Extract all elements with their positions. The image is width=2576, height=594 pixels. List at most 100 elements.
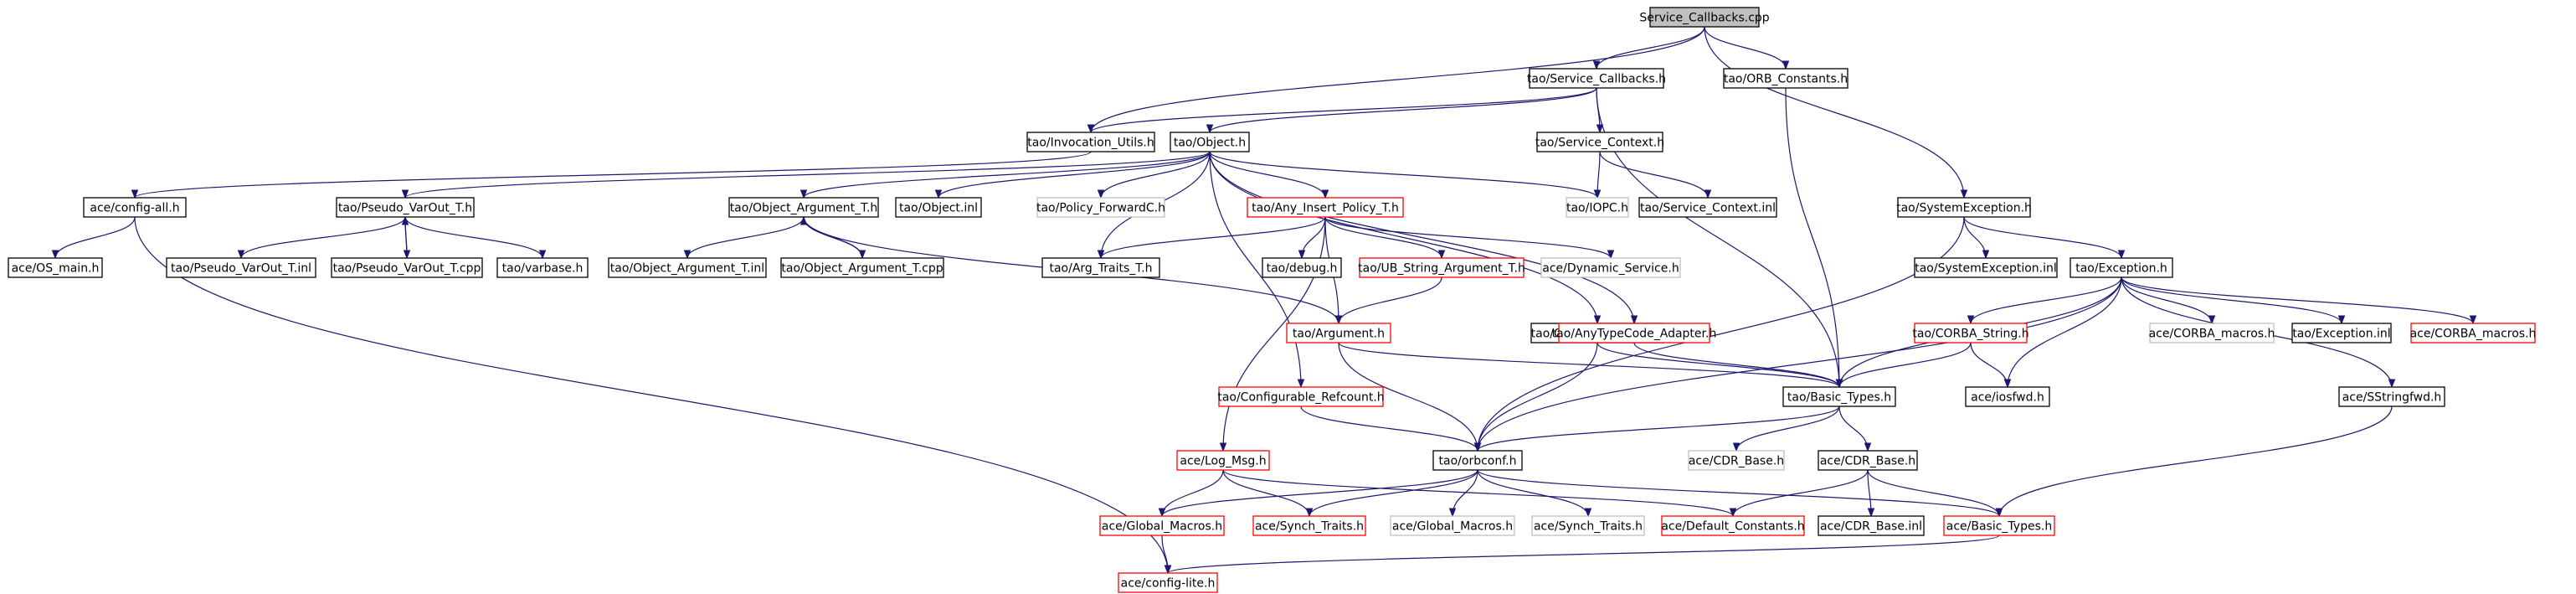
node-label: ace/Basic_Types.h <box>1946 520 2052 534</box>
node-varbase[interactable]: tao/varbase.h <box>496 257 589 278</box>
node-sys-exc-inl[interactable]: tao/SystemException.inl <box>1914 257 2058 278</box>
node-basic-types-tao[interactable]: tao/Basic_Types.h <box>1782 386 1896 407</box>
edge-arrowhead <box>1630 315 1638 325</box>
edge-arrowhead <box>2469 315 2477 325</box>
node-corba-macros-g[interactable]: ace/CORBA_macros.h <box>2149 323 2275 343</box>
edge-arrowhead <box>800 189 808 199</box>
node-config-all[interactable]: ace/config-all.h <box>83 197 187 218</box>
node-cdr-base[interactable]: ace/CDR_Base.h <box>1818 450 1918 471</box>
node-dyn-service[interactable]: ace/Dynamic_Service.h <box>1540 257 1681 278</box>
edge-pseudo_varout-to-varbase <box>404 216 547 260</box>
node-debug[interactable]: tao/debug.h <box>1262 257 1342 278</box>
node-cdr-base-gray[interactable]: ace/CDR_Base.h <box>1688 450 1785 471</box>
node-box <box>166 257 316 278</box>
node-oa-inl[interactable]: tao/Object_Argument_T.inl <box>608 257 767 278</box>
node-obj-arg[interactable]: tao/Object_Argument_T.h <box>728 197 879 218</box>
edge-line <box>1100 151 1211 199</box>
node-basic-types-ace[interactable]: ace/Basic_Types.h <box>1943 515 2055 536</box>
edge-cdr_base-to-default_consts <box>1729 469 1869 518</box>
node-ub-string[interactable]: tao/UB_String_Argument_T.h <box>1358 257 1525 278</box>
edge-svc_cb_h-to-inv_utils <box>1087 87 1597 134</box>
edge-arrowhead <box>1967 315 1975 325</box>
node-box <box>1818 515 1925 536</box>
node-box <box>1247 197 1404 218</box>
node-svc-ctx[interactable]: tao/Service_Context.h <box>1535 132 1664 152</box>
edge-orbconf-to-synch_traits_g <box>1477 469 1592 518</box>
node-iopc[interactable]: tao/IOPC.h <box>1566 197 1629 218</box>
node-oa-cpp[interactable]: tao/Object_Argument_T.cpp <box>780 257 944 278</box>
edge-object_h-to-pseudo_varout <box>401 151 1211 199</box>
edge-arrowhead <box>1607 250 1615 260</box>
node-pv-inl[interactable]: tao/Pseudo_VarOut_T.inl <box>166 257 316 278</box>
node-global-macros-g[interactable]: ace/Global_Macros.h <box>1390 515 1515 536</box>
node-box <box>8 257 103 278</box>
node-corba-macros-r[interactable]: ace/CORBA_macros.h <box>2410 323 2537 343</box>
node-synch-traits-r[interactable]: ace/Synch_Traits.h <box>1252 515 1366 536</box>
node-anytc-adapter[interactable]: tao/AnyTypeCode_Adapter.h <box>1552 323 1717 343</box>
node-box <box>1390 515 1515 536</box>
node-box <box>1566 197 1629 218</box>
node-box <box>2291 323 2392 343</box>
edge-arrowhead <box>1473 442 1482 452</box>
node-label: tao/SystemException.h <box>1896 202 2032 215</box>
node-sstringfwd[interactable]: ace/SStringfwd.h <box>2338 386 2445 407</box>
node-policy-fwd[interactable]: tao/Policy_ForwardC.h <box>1036 197 1165 218</box>
node-pseudo-varout[interactable]: tao/Pseudo_VarOut_T.h <box>336 197 475 218</box>
edge-line <box>1100 216 1326 259</box>
edge-arrowhead <box>1158 508 1166 518</box>
edge-arrowhead <box>1782 60 1790 70</box>
edge-line <box>2121 276 2474 324</box>
node-iosfwd[interactable]: ace/iosfwd.h <box>1965 386 2050 407</box>
node-sys-exc[interactable]: tao/SystemException.h <box>1896 197 2032 218</box>
node-default-consts[interactable]: ace/Default_Constants.h <box>1661 515 1805 536</box>
edge-object_h-to-corba_methods <box>1209 151 1602 325</box>
node-configurable-rc[interactable]: tao/Configurable_Refcount.h <box>1217 386 1385 407</box>
node-os-main[interactable]: ace/OS_main.h <box>8 257 103 278</box>
edge-line <box>1596 26 1705 70</box>
node-global-macros-r[interactable]: ace/Global_Macros.h <box>1099 515 1225 536</box>
edge-line <box>1209 151 1635 324</box>
edge-line <box>803 151 1211 199</box>
edge-line <box>134 151 1092 199</box>
node-box <box>1529 68 1664 89</box>
node-argument[interactable]: tao/Argument.h <box>1286 323 1391 343</box>
node-object-h[interactable]: tao/Object.h <box>1170 132 1250 152</box>
edge-arrowhead <box>1437 250 1446 260</box>
node-box <box>1723 68 1848 89</box>
node-orb-const[interactable]: tao/ORB_Constants.h <box>1723 68 1848 89</box>
edge-exception_h-to-corba_macros_r <box>2121 276 2477 325</box>
edge-arrowhead <box>51 250 59 260</box>
edge-arrowhead <box>1729 508 1737 518</box>
node-corba-string[interactable]: tao/CORBA_String.h <box>1912 323 2029 343</box>
node-root[interactable]: Service_Callbacks.cpp <box>1639 7 1770 28</box>
node-label: tao/Policy_ForwardC.h <box>1036 202 1165 215</box>
node-label: ace/iosfwd.h <box>1971 391 2044 405</box>
node-synch-traits-g[interactable]: ace/Synch_Traits.h <box>1531 515 1645 536</box>
edge-line <box>1477 469 1589 517</box>
node-cdr-base-inl[interactable]: ace/CDR_Base.inl <box>1818 515 1925 536</box>
node-pv-cpp[interactable]: tao/Pseudo_VarOut_T.cpp <box>331 257 483 278</box>
node-obj-inl[interactable]: tao/Object.inl <box>895 197 982 218</box>
edge-arrowhead <box>1219 442 1227 452</box>
node-svc-cb-h[interactable]: tao/Service_Callbacks.h <box>1527 68 1666 89</box>
edge-ub_string-to-argument <box>1334 276 1442 325</box>
node-any-insert[interactable]: tao/Any_Insert_Policy_T.h <box>1247 197 1404 218</box>
node-label: tao/Object_Argument_T.h <box>730 202 878 215</box>
node-log-msg[interactable]: ace/Log_Msg.h <box>1176 450 1270 471</box>
node-inv-utils[interactable]: tao/Invocation_Utils.h <box>1026 132 1155 152</box>
node-svc-ctx-inl[interactable]: tao/Service_Context.inl <box>1638 197 1777 218</box>
edge-arrowhead <box>2388 379 2396 389</box>
node-label: tao/CORBA_String.h <box>1912 328 2028 341</box>
node-orbconf[interactable]: tao/orbconf.h <box>1432 450 1523 471</box>
edge-basic_types_tao-to-cdr_base_gray <box>1732 405 1840 452</box>
edge-line <box>1209 151 1598 199</box>
node-config-lite[interactable]: ace/config-lite.h <box>1118 572 1218 593</box>
edge-line <box>1599 151 1709 199</box>
edge-line <box>1477 469 2000 517</box>
node-arg-traits[interactable]: tao/Arg_Traits_T.h <box>1041 257 1160 278</box>
edge-line <box>1167 535 2000 574</box>
node-exception-inl[interactable]: tao/Exception.inl <box>2291 323 2392 343</box>
node-label: tao/Service_Callbacks.h <box>1527 73 1666 86</box>
edge-exception_h-to-corba_macros_g <box>2121 276 2216 325</box>
node-exception-h[interactable]: tao/Exception.h <box>2070 257 2173 278</box>
